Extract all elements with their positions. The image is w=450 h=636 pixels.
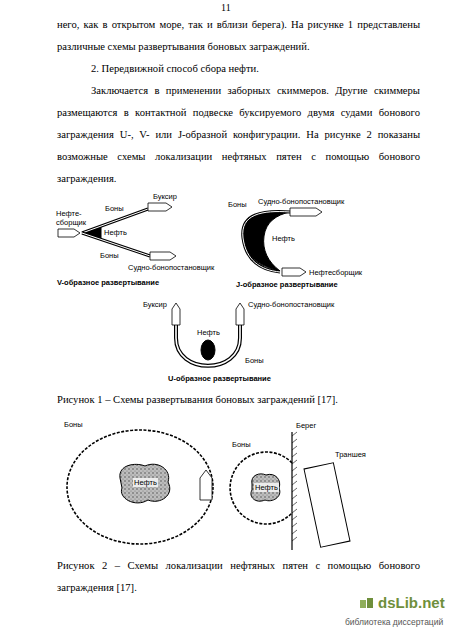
hatch-stroke — [292, 481, 297, 485]
boom-ring — [230, 452, 292, 524]
u-deployment — [172, 303, 244, 366]
body-text: Заключается в применении заборных скимме… — [57, 80, 420, 190]
figure-label: Нефте- сборщик — [56, 209, 90, 227]
hatch-stroke — [292, 488, 297, 492]
hatch-stroke — [292, 537, 297, 541]
skimmer-boat — [282, 268, 306, 276]
shore-scheme — [230, 432, 350, 550]
j-deployment — [243, 208, 322, 276]
hatch-stroke — [292, 523, 297, 527]
figure-label: Судно-бонопостановщик — [248, 300, 334, 309]
hatch-stroke — [292, 474, 297, 478]
hatch-stroke — [292, 509, 297, 513]
figure-caption: U-образное развертывание — [168, 374, 271, 383]
hatch-stroke — [292, 453, 297, 457]
hatch-stroke — [292, 530, 297, 534]
oil-slick — [251, 474, 280, 501]
tug-boat — [172, 303, 180, 325]
boom-ship — [236, 303, 244, 325]
boom-ship — [290, 208, 322, 216]
figure-label: Боны — [228, 200, 247, 209]
figure-label: Боны — [232, 440, 251, 449]
section-heading: 2. Передвижной способ сбора нефти. — [57, 58, 420, 80]
figure-label: Боны — [100, 251, 119, 260]
figure-label: Нефть — [133, 478, 158, 487]
hatch-stroke — [292, 460, 297, 464]
figure-label: Буксир — [153, 192, 177, 201]
oil-slick — [120, 464, 170, 503]
hatch-stroke — [292, 446, 297, 450]
boom — [176, 325, 240, 366]
caption: Рисунок 1 – Схемы развертывания боновых … — [57, 389, 420, 411]
watermark: dsLib.net — [378, 594, 445, 611]
figure-label: Нефтесборщик — [309, 268, 362, 277]
shore-hatching — [292, 432, 297, 541]
caption: Рисунок 2 – Схемы локализации нефтяных п… — [57, 555, 420, 599]
oil-slick — [201, 340, 215, 360]
boom-ship — [150, 252, 176, 260]
figure-label: Боны — [245, 356, 264, 365]
figure-label: Судно-бонопостановщик — [258, 197, 344, 206]
watermark-icon — [360, 598, 373, 608]
hatch-stroke — [292, 502, 297, 506]
hatch-stroke — [292, 516, 297, 520]
watermark: библиотека диссертаций — [345, 617, 443, 627]
boom-ring — [67, 430, 213, 544]
figure-label: Боны — [105, 204, 124, 213]
figure-label: Нефть — [197, 328, 220, 337]
tug-boat — [148, 203, 172, 211]
hatch-stroke — [292, 495, 297, 499]
hatch-stroke — [292, 439, 297, 443]
figure-caption: V-образное развертывание — [57, 278, 159, 287]
figure-caption: J-образное развертывание — [236, 280, 338, 289]
open-sea-scheme — [67, 430, 213, 544]
figure-label: Судно-бонопостановщик — [128, 263, 214, 272]
figure-label: Нефть — [272, 234, 295, 243]
figure-label: Нефть — [104, 228, 127, 237]
skimmer-boat — [58, 229, 80, 237]
hatch-stroke — [292, 467, 297, 471]
boom — [176, 325, 240, 366]
trench — [304, 463, 350, 547]
page-number: 11 — [221, 2, 231, 13]
figure-label: Нефть — [254, 483, 279, 492]
figure-label: Буксир — [143, 300, 167, 309]
figure-label: Берег — [296, 421, 316, 430]
figure-label: Траншея — [335, 450, 366, 459]
figure-label: Боны — [64, 420, 83, 429]
hatch-stroke — [292, 432, 297, 436]
boom-ship — [200, 470, 212, 500]
body-text: него, как в открытом море, так и вблизи … — [57, 14, 420, 58]
